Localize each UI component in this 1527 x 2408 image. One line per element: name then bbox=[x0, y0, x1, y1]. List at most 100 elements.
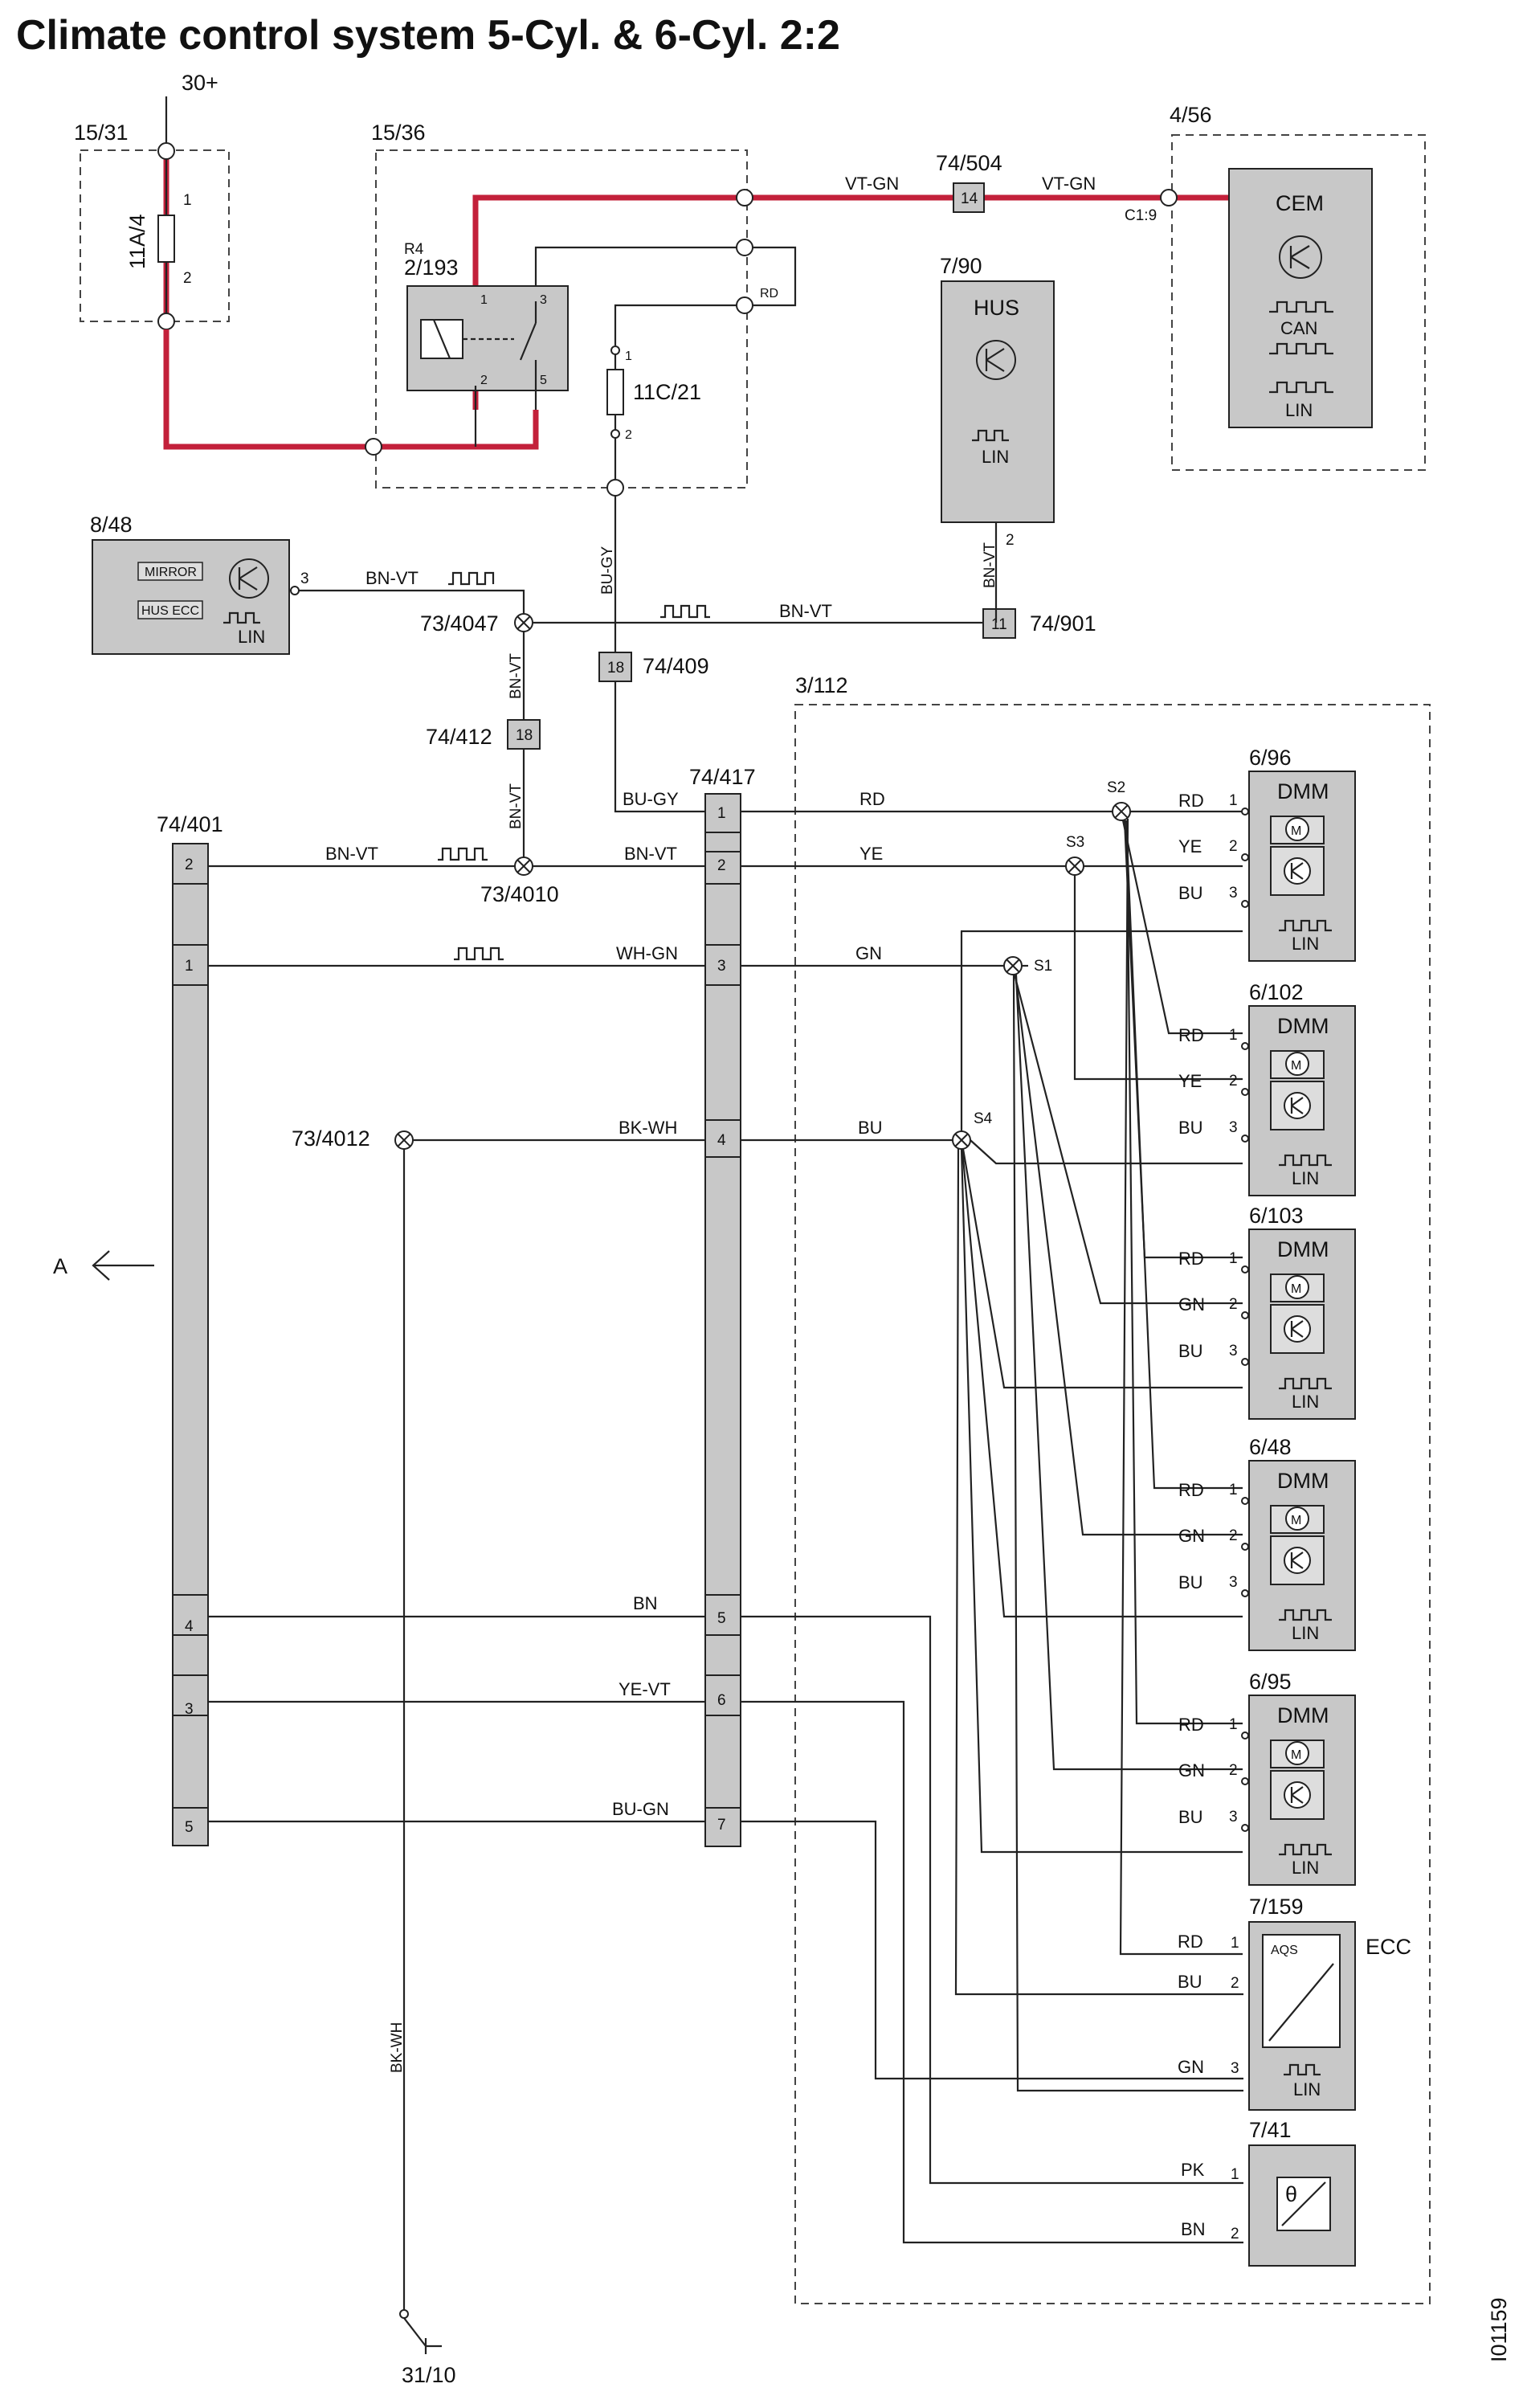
svg-text:BN-VT: BN-VT bbox=[624, 844, 677, 864]
motor-icon bbox=[1285, 1741, 1309, 1765]
svg-text:14: 14 bbox=[961, 190, 978, 207]
fuse-pin2: 2 bbox=[183, 270, 192, 287]
connector-74-401-label: 74/401 bbox=[157, 812, 223, 836]
motor-icon bbox=[1285, 1507, 1309, 1531]
dmm-ref: 6/48 bbox=[1249, 1435, 1292, 1459]
svg-text:1: 1 bbox=[1231, 1935, 1239, 1952]
dmm-pin-wire: YE bbox=[1178, 1071, 1202, 1091]
wire-bu-gy-vertical: BU-GY bbox=[599, 546, 616, 595]
svg-text:3: 3 bbox=[185, 1701, 194, 1718]
dmm-pin-wire: RD bbox=[1178, 1249, 1204, 1269]
svg-text:1: 1 bbox=[1231, 2166, 1239, 2183]
wire-bn-vt-hus: BN-VT bbox=[982, 542, 998, 588]
fuse-box-15-31 bbox=[80, 149, 230, 322]
dmm-pin-number: 3 bbox=[1229, 1119, 1238, 1136]
dmm-pin-wire: BU bbox=[1178, 883, 1203, 903]
connector-74-901-label: 74/901 bbox=[1030, 611, 1096, 636]
dmm-pin-number: 2 bbox=[1229, 1762, 1238, 1779]
cem-box bbox=[1228, 168, 1373, 428]
aqs-ref: 7/159 bbox=[1249, 1895, 1304, 1919]
dmm-pin-number: 2 bbox=[1229, 1296, 1238, 1313]
mirror-label1: MIRROR bbox=[145, 566, 197, 579]
fuse-pin1: 1 bbox=[183, 192, 192, 209]
transistor-icon bbox=[1284, 1781, 1311, 1809]
svg-text:YE: YE bbox=[859, 844, 883, 864]
ecc-area-ref: 3/112 bbox=[795, 673, 848, 697]
document-id: I01159 bbox=[1487, 2297, 1511, 2362]
dmm-pin-wire: RD bbox=[1178, 1715, 1204, 1735]
dmm-pin-wire: RD bbox=[1178, 1025, 1204, 1045]
svg-text:YE-VT: YE-VT bbox=[619, 1679, 671, 1699]
dmm-pin-wire: GN bbox=[1178, 1294, 1205, 1314]
dmm-pin-number: 1 bbox=[1229, 1250, 1238, 1267]
dmm-pin-number: 2 bbox=[1229, 1073, 1238, 1090]
transistor-icon bbox=[1284, 1547, 1311, 1574]
dmm-pin-number: 3 bbox=[1229, 885, 1238, 901]
svg-text:4: 4 bbox=[185, 1618, 194, 1635]
wire-bn-vt-mirror: BN-VT bbox=[365, 568, 418, 588]
transistor-icon bbox=[1284, 1092, 1311, 1119]
wire-bn-vt-upper: BN-VT bbox=[508, 653, 525, 699]
dmm-pin-number: 3 bbox=[1229, 1809, 1238, 1825]
svg-text:M: M bbox=[1291, 1514, 1301, 1527]
wire-bu-gy-horizontal: BU-GY bbox=[623, 789, 679, 809]
wire-bk-wh-ground: BK-WH bbox=[389, 2022, 406, 2073]
svg-text:1: 1 bbox=[480, 293, 488, 307]
svg-text:18: 18 bbox=[607, 660, 624, 677]
theta-symbol: θ bbox=[1285, 2182, 1297, 2206]
svg-text:BK-WH: BK-WH bbox=[619, 1118, 677, 1138]
dmm-pin-number: 1 bbox=[1229, 1027, 1238, 1044]
dmm-name: DMM bbox=[1277, 1703, 1329, 1727]
svg-text:6: 6 bbox=[717, 1692, 726, 1709]
dmm-pin-number: 1 bbox=[1229, 1482, 1238, 1498]
svg-text:M: M bbox=[1291, 824, 1301, 838]
mirror-bus: LIN bbox=[238, 627, 265, 647]
connector-74-504: VT-GN 74/504 14 VT-GN bbox=[845, 151, 1096, 213]
svg-text:3: 3 bbox=[300, 570, 309, 587]
dmm-pin-wire: BU bbox=[1178, 1341, 1203, 1361]
dmm-pin-wire: BU bbox=[1178, 1572, 1203, 1592]
svg-text:S4: S4 bbox=[974, 1110, 993, 1127]
svg-text:2: 2 bbox=[625, 428, 632, 442]
fuse-label: 11A/4 bbox=[125, 214, 149, 269]
svg-text:5: 5 bbox=[717, 1610, 726, 1627]
aqs-unit: 7/159 ECC AQS LIN RD 1 BU 2 GN 3 bbox=[1178, 1895, 1411, 2111]
svg-text:S3: S3 bbox=[1066, 834, 1084, 851]
svg-text:2: 2 bbox=[1006, 532, 1015, 549]
aqs-name: AQS bbox=[1271, 1944, 1298, 1957]
svg-text:BN-VT: BN-VT bbox=[325, 844, 378, 864]
dmm-pin-number: 1 bbox=[1229, 1716, 1238, 1733]
relay-name: R4 bbox=[404, 241, 424, 258]
svg-text:2: 2 bbox=[1231, 2226, 1239, 2242]
dmm-pin-number: 1 bbox=[1229, 792, 1238, 809]
dmm-pin-number: 3 bbox=[1229, 1343, 1238, 1359]
svg-text:S2: S2 bbox=[1107, 779, 1125, 796]
connector-74-409-label: 74/409 bbox=[643, 654, 709, 678]
connector-74-417-label: 74/417 bbox=[689, 765, 756, 789]
relay-box-15-36 bbox=[375, 149, 748, 489]
svg-text:M: M bbox=[1291, 1748, 1301, 1762]
hus-bus: LIN bbox=[982, 447, 1009, 467]
wire-bn-vt-bus: BN-VT bbox=[779, 601, 832, 621]
wire-vt-gn-1: VT-GN bbox=[845, 174, 899, 194]
dmm-ref: 6/96 bbox=[1249, 746, 1292, 770]
connector-74-417: 74/417 1 2 3 4 5 6 7 bbox=[689, 765, 756, 1847]
mirror-label2: HUS ECC bbox=[141, 604, 199, 618]
cem-box-4-56 bbox=[1171, 134, 1426, 471]
svg-text:RD: RD bbox=[859, 789, 885, 809]
dmm-pin-number: 2 bbox=[1229, 838, 1238, 855]
ecc-area-box bbox=[794, 704, 1431, 2304]
splice-4012-label: 73/4012 bbox=[292, 1126, 370, 1151]
dmm-name: DMM bbox=[1277, 779, 1329, 803]
dmm-pin-number: 2 bbox=[1229, 1527, 1238, 1544]
svg-text:BU: BU bbox=[858, 1118, 883, 1138]
svg-text:3: 3 bbox=[540, 293, 547, 307]
svg-text:3: 3 bbox=[717, 958, 726, 975]
dmm-ref: 6/102 bbox=[1249, 980, 1304, 1004]
svg-text:2: 2 bbox=[1231, 1975, 1239, 1992]
svg-text:1: 1 bbox=[185, 958, 194, 975]
